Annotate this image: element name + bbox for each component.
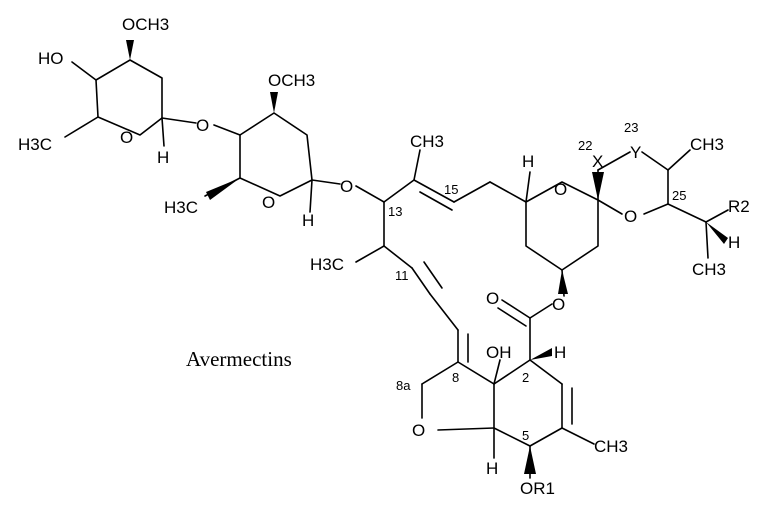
sugar1-c4-ho xyxy=(71,61,97,81)
compound-title: Avermectins xyxy=(186,347,292,371)
link1-o-ring2 xyxy=(213,124,241,136)
c5-c6 xyxy=(493,427,531,447)
pos-15: 15 xyxy=(444,182,458,197)
label-h-ring1: H xyxy=(157,148,169,167)
c13-c14 xyxy=(383,179,415,203)
wedge-sugar2-och3 xyxy=(270,92,278,113)
wedge-c17-o xyxy=(558,270,568,294)
c22-c23 xyxy=(597,151,631,171)
sugar1-c6-ch3 xyxy=(64,116,99,138)
c24-ch3 xyxy=(667,149,691,171)
label-x: X xyxy=(592,152,603,171)
pos-2: 2 xyxy=(522,370,529,385)
c25-o xyxy=(643,203,669,215)
o-spiro xyxy=(597,199,623,215)
c14-c15-double xyxy=(419,191,453,211)
label-h3c-left: H3C xyxy=(18,135,52,154)
label-r2: R2 xyxy=(728,197,750,216)
position-numbers: 13 15 11 22 23 25 8a 8 2 5 xyxy=(388,120,686,443)
label-och3-top: OCH3 xyxy=(122,15,169,34)
label-och3-mid: OCH3 xyxy=(268,71,315,90)
c4-ch3 xyxy=(561,427,595,445)
sugar1-ring xyxy=(95,59,163,136)
label-o-ring1: O xyxy=(120,128,133,147)
c8-c8a xyxy=(421,361,459,385)
wedge-c22 xyxy=(592,172,604,200)
c23-c24 xyxy=(641,151,669,171)
c7-c8 xyxy=(457,361,495,385)
c7-c2 xyxy=(493,359,531,385)
c14-c15 xyxy=(413,179,455,203)
sugar2-ring xyxy=(239,112,313,197)
pos-8a: 8a xyxy=(396,378,411,393)
label-o-spiro-ring: O xyxy=(554,180,567,199)
c11-c10-double xyxy=(423,261,443,289)
atom-labels: OCH3 HO H3C O H O OCH3 H3C O H O CH3 H3C… xyxy=(18,15,750,498)
sugar1-anomeric-o xyxy=(161,117,197,124)
label-h-spiro: H xyxy=(522,152,534,171)
c25-c26 xyxy=(667,203,707,223)
o-c13 xyxy=(355,185,385,203)
label-o-ring2: O xyxy=(262,193,275,212)
c26-ch3 xyxy=(705,221,709,259)
label-h-c2: H xyxy=(554,343,566,362)
pos-8: 8 xyxy=(452,370,459,385)
wedge-sugar2-ch3 xyxy=(206,178,240,200)
pos-11: 11 xyxy=(395,268,409,283)
c15-c16 xyxy=(453,181,491,203)
label-or1: OR1 xyxy=(520,479,555,498)
ester-o-c1 xyxy=(529,303,553,319)
label-o-ester: O xyxy=(552,295,565,314)
c1-carbonyl-double xyxy=(497,307,527,327)
label-h-right: H xyxy=(728,233,740,252)
sugar2-h xyxy=(309,179,313,213)
c10-c9 xyxy=(429,293,459,331)
c2-c3 xyxy=(529,359,563,385)
wedge-c5-or1 xyxy=(524,446,536,474)
stereo-wedges xyxy=(126,40,728,474)
label-o-carbonyl: O xyxy=(486,289,499,308)
c7-oh xyxy=(493,359,501,385)
wedge-sugar1-och3 xyxy=(126,40,134,60)
c4-c5 xyxy=(529,427,563,447)
wedge-c2-h xyxy=(530,348,552,360)
label-h-ring2: H xyxy=(302,211,314,230)
label-ch3-right: CH3 xyxy=(690,135,724,154)
label-y: Y xyxy=(630,143,641,162)
c14-ch3 xyxy=(413,149,421,181)
label-ho: HO xyxy=(38,49,64,68)
spiro-ring xyxy=(525,181,599,271)
c26-r2 xyxy=(705,209,729,223)
o-c6 xyxy=(437,427,495,431)
label-o-furan: O xyxy=(412,421,425,440)
label-o-link1: O xyxy=(196,116,209,135)
label-o-right: O xyxy=(624,207,637,226)
pos-22: 22 xyxy=(578,138,592,153)
c12-ch3 xyxy=(355,245,385,263)
sugar1-h xyxy=(161,117,165,147)
label-h3c-chain: H3C xyxy=(310,255,344,274)
pos-25: 25 xyxy=(672,188,686,203)
label-h3c-ring2: H3C xyxy=(164,198,198,217)
label-oh: OH xyxy=(486,343,512,362)
label-o-link2: O xyxy=(340,177,353,196)
c11-c10 xyxy=(411,267,431,295)
pos-23: 23 xyxy=(624,120,638,135)
c1-carbonyl xyxy=(501,299,531,319)
c16-c17 xyxy=(489,181,527,203)
pos-13: 13 xyxy=(388,204,402,219)
wedge-c26-h xyxy=(706,222,728,244)
c19-h xyxy=(525,171,531,203)
pos-5: 5 xyxy=(522,428,529,443)
label-ch3-bottom-right: CH3 xyxy=(692,260,726,279)
label-h-furan: H xyxy=(486,459,498,478)
label-ch3-top: CH3 xyxy=(410,132,444,151)
sugar2-anomeric-o xyxy=(311,179,341,185)
label-ch3-ring: CH3 xyxy=(594,437,628,456)
c12-c11 xyxy=(383,245,413,269)
